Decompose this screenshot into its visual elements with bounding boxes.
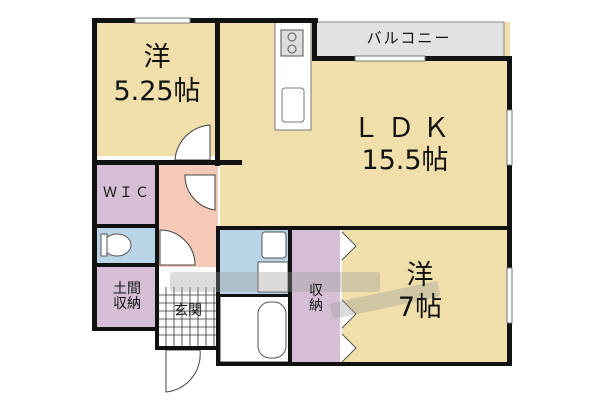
stove-icon — [280, 29, 304, 57]
washbasin-icon — [261, 231, 287, 259]
room-storage — [292, 228, 340, 364]
room-ldk-size: 15.5帖 — [361, 145, 449, 176]
room-ldk-type: ＬＤＫ — [352, 113, 458, 144]
room-entrance — [158, 287, 218, 347]
door-toilet — [159, 229, 196, 266]
bathtub-icon — [257, 301, 287, 359]
room-storage-label: 収 納 — [309, 283, 323, 314]
balcony-label: バルコニー — [366, 29, 452, 47]
door-western-1 — [174, 124, 211, 161]
closet-doors — [341, 231, 357, 363]
entrance-tile-grid — [158, 287, 218, 347]
windows — [134, 17, 513, 324]
walls — [92, 18, 512, 366]
room-entrance-label: 玄関 — [174, 303, 202, 319]
room-western-2-size: 7帖 — [397, 292, 443, 323]
room-western-1-type: 洋 — [143, 42, 171, 73]
door-front — [165, 349, 201, 393]
door-hall — [184, 174, 216, 211]
room-western-1-size: 5.25帖 — [113, 76, 201, 107]
washer-space — [257, 261, 289, 293]
room-wic-label: ＷＩＣ — [103, 185, 151, 201]
room-wic — [96, 165, 158, 225]
room-western-2-type: 洋 — [406, 260, 434, 291]
room-western-2 — [342, 228, 510, 364]
room-earth-storage-label: 土間 収納 — [113, 281, 141, 312]
room-earth-storage — [96, 267, 158, 327]
sink-icon — [281, 87, 305, 123]
